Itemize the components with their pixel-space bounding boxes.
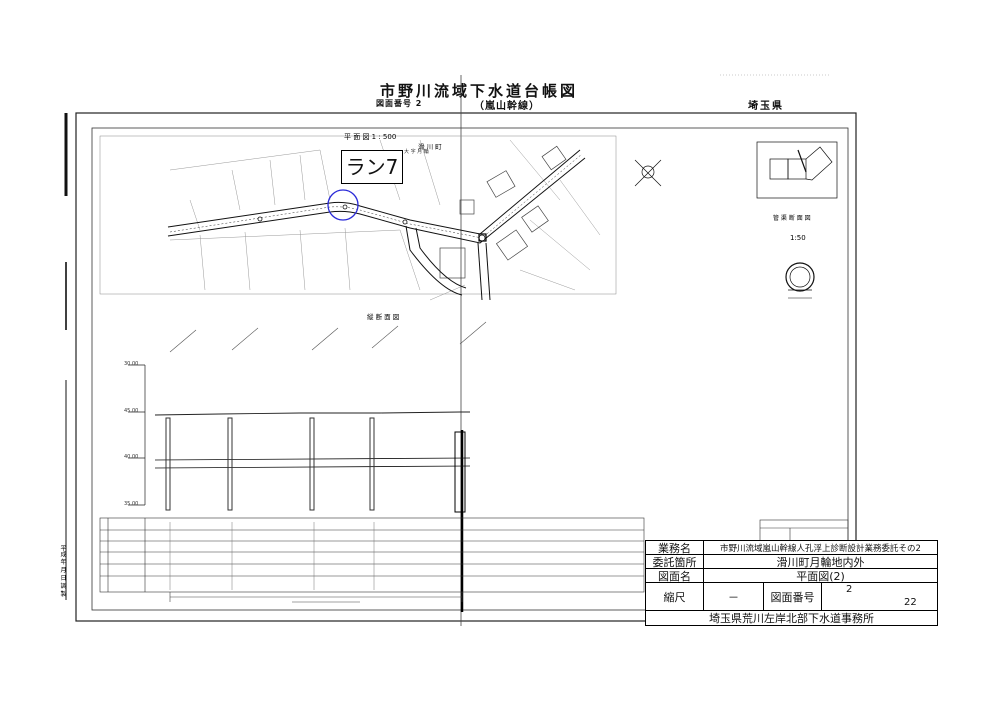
- drawing-name-value: 平面図(2): [704, 569, 937, 583]
- elevation-label-4: 35.00: [124, 501, 139, 507]
- buildings: [439, 145, 567, 279]
- sewer-main-line: [169, 153, 583, 239]
- target-manhole-circle: [327, 189, 359, 221]
- title-block: 業務名 市野川流域嵐山幹線人孔浮上診断設計業務委託その2 委託箇所 滑川町月輪地…: [645, 540, 938, 626]
- manhole-symbols: [257, 204, 486, 242]
- commission-location-label: 委託箇所: [646, 555, 704, 569]
- profile-manholes: [165, 417, 466, 513]
- drawing-name-label: 図面名: [646, 569, 704, 583]
- drawing-number-top: 2: [846, 584, 853, 595]
- sheet-number: 図面番号 2: [376, 99, 423, 108]
- drawing-title: 市野川流域下水道台帳図: [380, 82, 579, 100]
- prefecture-label: 埼玉県: [748, 101, 784, 112]
- section-scale: 1:50: [790, 234, 806, 242]
- office-name: 埼玉県荒川左岸北部下水道事務所: [709, 612, 874, 625]
- drawing-number-cell: 2 22: [822, 583, 937, 611]
- annotation-label: ラン7: [341, 150, 403, 184]
- drawing-number-bottom: 22: [904, 597, 917, 608]
- legend-box: [759, 519, 849, 543]
- commission-location-value: 滑川町月輪地内外: [704, 555, 937, 569]
- profile-leaders: [169, 321, 487, 353]
- road-lines: [167, 149, 586, 301]
- elevation-label-3: 40.00: [124, 454, 139, 460]
- scale-value: －: [704, 583, 764, 611]
- route-name: （嵐山幹線）: [474, 101, 540, 112]
- inner-frame: [91, 127, 849, 611]
- preparation-date-note: 平成 年 月 日 調 製: [59, 545, 66, 597]
- scale-label: 縮尺: [646, 583, 704, 611]
- town-label: 滑 川 町: [418, 143, 442, 151]
- profile-axis: [128, 364, 146, 506]
- profile-view-heading: 縦 断 面 図: [367, 313, 400, 321]
- plan-view-frame: [99, 135, 617, 295]
- outer-frame: [75, 112, 857, 622]
- dimension-line: [169, 592, 463, 603]
- key-map: [756, 141, 838, 199]
- plan-view-heading: 平 面 図 1 : 500: [344, 133, 397, 141]
- district-label: 大 字 月 輪: [404, 149, 429, 155]
- elevation-label-1: 30.00: [124, 361, 139, 367]
- junction-box: [478, 233, 487, 242]
- pipe-cross-section: [785, 262, 815, 299]
- profile-lines: [154, 411, 471, 469]
- profile-data-table: [99, 517, 645, 593]
- north-arrow: [634, 159, 662, 187]
- section-view-heading: 管 渠 断 面 図: [773, 215, 811, 222]
- business-name-value: 市野川流域嵐山幹線人孔浮上診断設計業務委託その2: [704, 541, 937, 555]
- elevation-label-2: 45.00: [124, 408, 139, 414]
- business-name-label: 業務名: [646, 541, 704, 555]
- table-value-ticks: [169, 522, 375, 590]
- drawing-number-label: 図面番号: [764, 583, 822, 611]
